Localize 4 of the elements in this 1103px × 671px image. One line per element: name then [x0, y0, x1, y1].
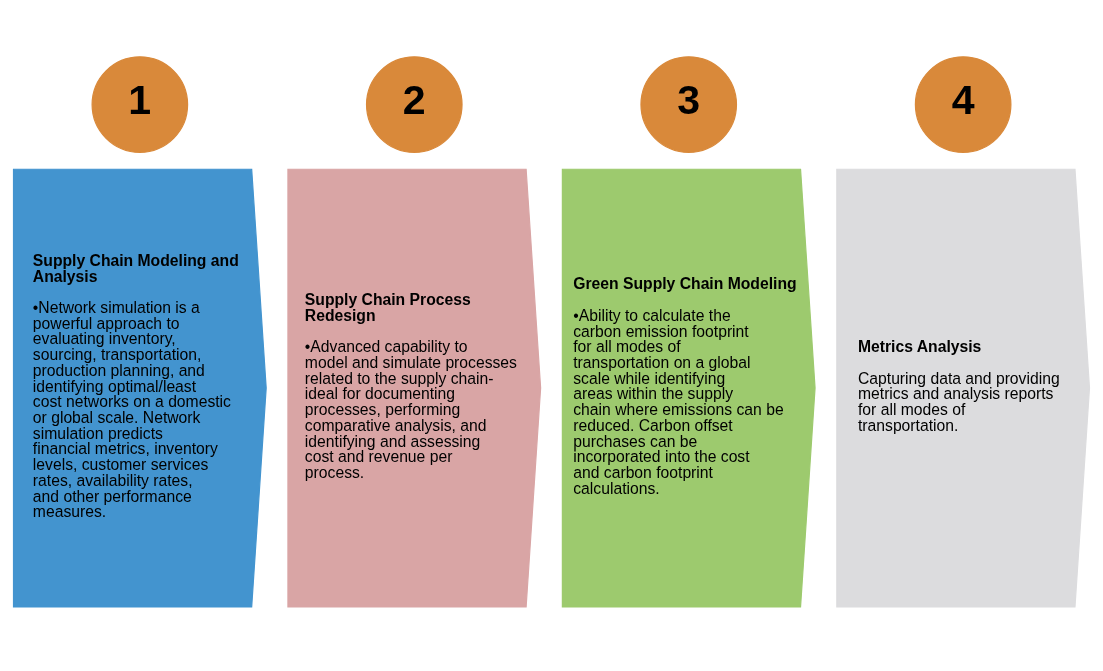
node-circle: 3 [640, 56, 738, 153]
node-circle: 4 [914, 56, 1012, 153]
node-circle: 2 [365, 56, 463, 153]
node-circle: 1 [91, 56, 189, 153]
